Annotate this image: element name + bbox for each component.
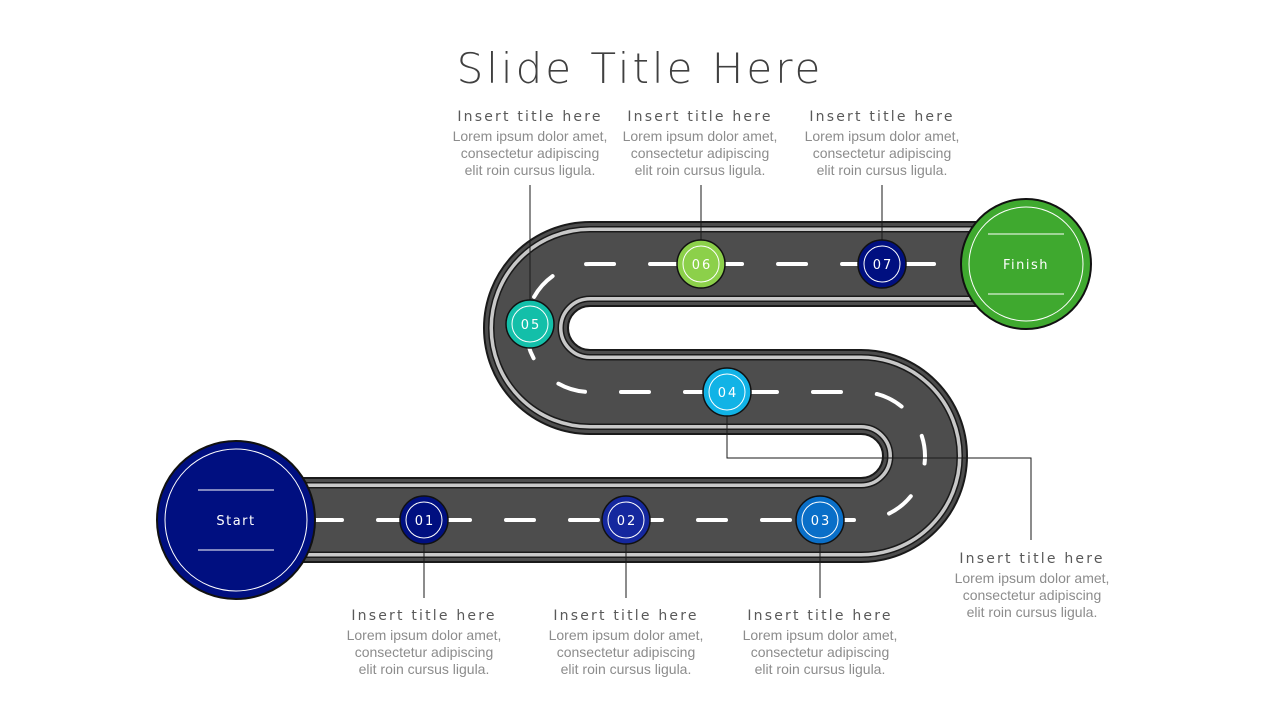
callout-title: Insert title here <box>747 608 893 624</box>
finish-node-ring <box>968 206 1084 322</box>
callout-title: Insert title here <box>809 109 955 125</box>
callout-body: Lorem ipsum dolor amet, consectetur adip… <box>452 128 608 178</box>
milestone-circle <box>601 495 651 545</box>
callout-title: Insert title here <box>627 109 773 125</box>
leader-line-04 <box>726 412 1032 540</box>
start-node-circle <box>156 440 316 600</box>
milestone-circle <box>857 239 907 289</box>
finish-node: Finish <box>960 198 1092 330</box>
milestone-circle <box>795 495 845 545</box>
milestone-06: 06 <box>676 239 726 289</box>
callout-01: Insert title here Lorem ipsum dolor amet… <box>334 608 514 678</box>
road-center-dashes <box>298 262 1002 522</box>
milestone-ring <box>863 245 901 283</box>
callout-body: Lorem ipsum dolor amet, consectetur adip… <box>622 128 778 178</box>
milestone-07: 07 <box>857 239 907 289</box>
callout-06: Insert title here Lorem ipsum dolor amet… <box>610 109 790 179</box>
road <box>298 221 1002 563</box>
start-node-label: Start <box>216 514 255 529</box>
leader-lines <box>423 185 1032 598</box>
milestone-ring <box>801 501 839 539</box>
milestone-circle <box>676 239 726 289</box>
milestone-number: 06 <box>692 258 713 273</box>
callout-title: Insert title here <box>959 551 1105 567</box>
milestone-ring <box>708 373 746 411</box>
callout-05: Insert title here Lorem ipsum dolor amet… <box>440 109 620 179</box>
endpoints: Start Finish <box>156 198 1092 600</box>
milestone-circle <box>399 495 449 545</box>
callout-03: Insert title here Lorem ipsum dolor amet… <box>730 608 910 678</box>
milestone-ring <box>607 501 645 539</box>
callout-body: Lorem ipsum dolor amet, consectetur adip… <box>742 627 898 677</box>
milestone-ring <box>511 305 549 343</box>
milestone-number: 07 <box>873 258 894 273</box>
milestone-circle <box>505 299 555 349</box>
milestone-number: 01 <box>415 514 436 529</box>
milestone-03: 03 <box>795 495 845 545</box>
milestone-01: 01 <box>399 495 449 545</box>
milestone-markers: 01 02 03 04 05 06 07 <box>399 239 907 545</box>
callout-title: Insert title here <box>553 608 699 624</box>
callout-title: Insert title here <box>351 608 497 624</box>
milestone-04: 04 <box>702 367 752 417</box>
callout-body: Lorem ipsum dolor amet, consectetur adip… <box>804 128 960 178</box>
callout-02: Insert title here Lorem ipsum dolor amet… <box>536 608 716 678</box>
milestone-02: 02 <box>601 495 651 545</box>
start-node: Start <box>156 440 316 600</box>
milestone-number: 03 <box>811 514 832 529</box>
start-node-ring <box>164 448 308 592</box>
milestone-ring <box>405 501 443 539</box>
milestone-ring <box>682 245 720 283</box>
finish-node-circle <box>960 198 1092 330</box>
milestone-05: 05 <box>505 299 555 349</box>
callout-title: Insert title here <box>457 109 603 125</box>
finish-node-label: Finish <box>1003 258 1049 273</box>
callout-body: Lorem ipsum dolor amet, consectetur adip… <box>548 627 704 677</box>
milestone-number: 04 <box>718 386 739 401</box>
callout-04: Insert title here Lorem ipsum dolor amet… <box>942 551 1122 621</box>
milestone-circle <box>702 367 752 417</box>
callout-07: Insert title here Lorem ipsum dolor amet… <box>792 109 972 179</box>
callout-body: Lorem ipsum dolor amet, consectetur adip… <box>954 570 1110 620</box>
milestone-number: 02 <box>617 514 638 529</box>
slide-title: Slide Title Here <box>456 44 824 93</box>
callout-body: Lorem ipsum dolor amet, consectetur adip… <box>346 627 502 677</box>
milestone-number: 05 <box>521 318 542 333</box>
